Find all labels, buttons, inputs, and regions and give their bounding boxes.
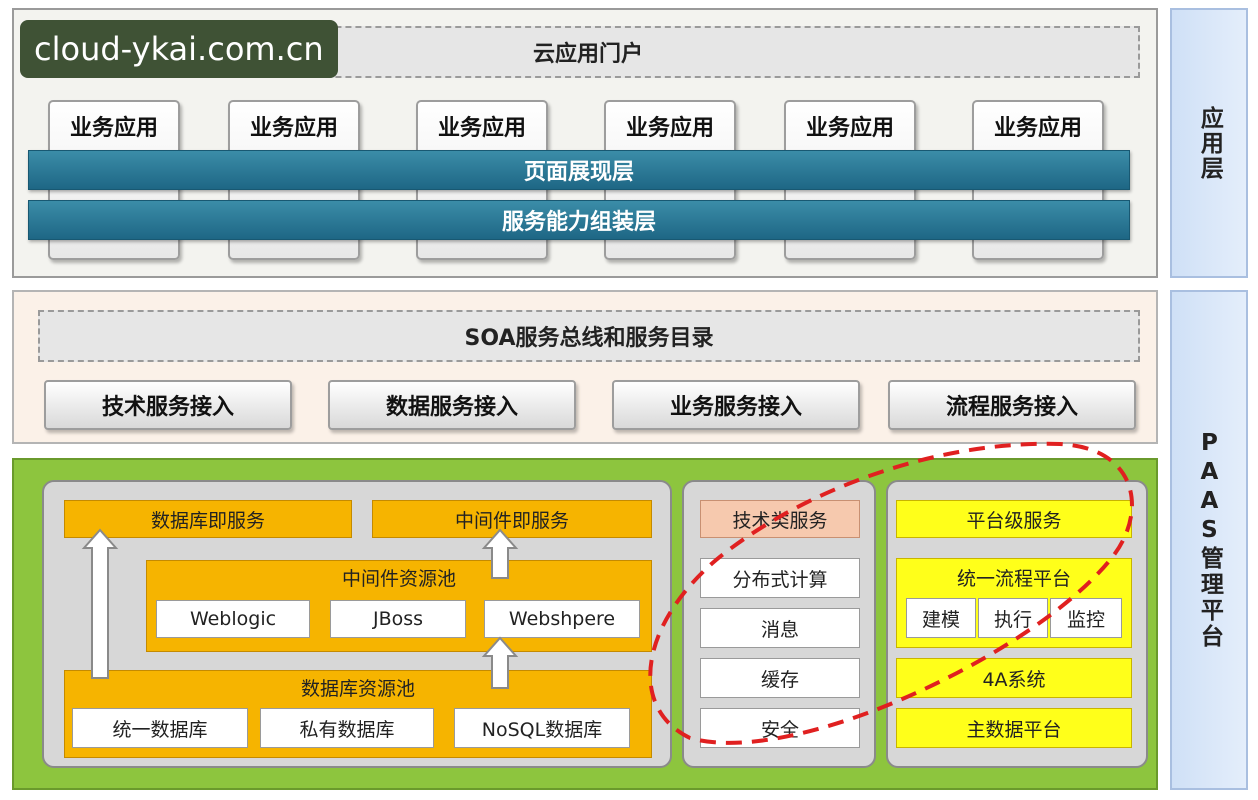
application-layer-label-text: 应用层 <box>1196 105 1223 181</box>
pool-item-unified-db: 统一数据库 <box>72 708 248 748</box>
process-service-access: 流程服务接入 <box>888 380 1136 430</box>
up-arrow-icon <box>81 528 119 679</box>
pool-item-webshpere: Webshpere <box>484 600 640 638</box>
tech-service-title: 技术类服务 <box>700 500 860 538</box>
highlight-dashed-ellipse <box>648 441 1134 745</box>
application-layer-label: 应用层 <box>1170 8 1248 278</box>
paas-management-label: PAAS管理平台 <box>1170 290 1248 790</box>
pool-item-private-db: 私有数据库 <box>260 708 434 748</box>
workflow-monitoring: 监控 <box>1050 598 1122 638</box>
database-as-a-service: 数据库即服务 <box>64 500 352 538</box>
middleware-as-a-service: 中间件即服务 <box>372 500 652 538</box>
pool-item-nosql-db: NoSQL数据库 <box>454 708 630 748</box>
4a-system: 4A系统 <box>896 658 1132 698</box>
pool-item-jboss: JBoss <box>330 600 466 638</box>
tech-service-access: 技术服务接入 <box>44 380 292 430</box>
soa-service-bus: SOA服务总线和服务目录 <box>38 310 1140 362</box>
service-assembly-layer-band: 服务能力组装层 <box>28 200 1130 240</box>
platform-service-title: 平台级服务 <box>896 500 1132 538</box>
middleware-pool-title: 中间件资源池 <box>341 567 456 590</box>
data-service-access: 数据服务接入 <box>328 380 576 430</box>
paas-management-label-text: PAAS管理平台 <box>1196 430 1223 650</box>
workflow-platform-title: 统一流程平台 <box>956 567 1071 590</box>
master-data-platform: 主数据平台 <box>896 708 1132 748</box>
workflow-execution: 执行 <box>978 598 1048 638</box>
messaging: 消息 <box>700 608 860 648</box>
up-arrow-icon <box>481 528 519 579</box>
pool-item-weblogic: Weblogic <box>156 600 310 638</box>
workflow-modeling: 建模 <box>906 598 976 638</box>
business-service-access: 业务服务接入 <box>612 380 860 430</box>
cache: 缓存 <box>700 658 860 698</box>
distributed-computing: 分布式计算 <box>700 558 860 598</box>
presentation-layer-band: 页面展现层 <box>28 150 1130 190</box>
up-arrow-icon <box>481 636 519 689</box>
database-pool-title: 数据库资源池 <box>300 677 415 700</box>
watermark-badge: cloud-ykai.com.cn <box>20 20 338 78</box>
